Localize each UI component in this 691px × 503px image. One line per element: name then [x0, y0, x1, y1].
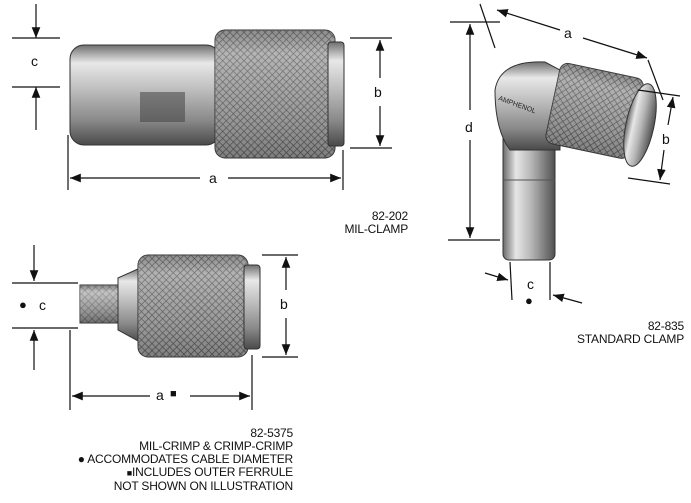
- square-symbol-82-5375: ■: [170, 388, 177, 400]
- description-82-835: STANDARD CLAMP: [577, 332, 684, 346]
- dim-label-d-82-835: d: [465, 119, 473, 135]
- caption-82-835: 82-835 STANDARD CLAMP: [577, 320, 684, 346]
- caption-82-202: 82-202 MIL-CLAMP: [344, 210, 408, 236]
- connector-82-835-illustration: AMPHENOL: [494, 61, 657, 261]
- note-square-line-2: NOT SHOWN ON ILLUSTRATION: [113, 479, 293, 493]
- dimension-lines-82-5375: [12, 245, 298, 410]
- dim-label-a-82-5375: a: [156, 387, 164, 403]
- dim-label-b-82-835: b: [662, 131, 670, 147]
- dim-label-c-82-202: c: [31, 53, 38, 69]
- note-square-line: ■INCLUDES OUTER FERRULE: [78, 466, 293, 480]
- description-82-202: MIL-CLAMP: [344, 222, 408, 236]
- description-82-5375: MIL-CRIMP & CRIMP-CRIMP: [139, 439, 293, 453]
- part-number-82-5375: 82-5375: [250, 426, 293, 440]
- note-square-text: INCLUDES OUTER FERRULE: [132, 465, 293, 479]
- dim-label-b-82-202: b: [374, 84, 382, 100]
- caption-82-5375: 82-5375 MIL-CRIMP & CRIMP-CRIMP ● ACCOMM…: [78, 427, 293, 493]
- dimension-lines-82-835: [448, 3, 681, 304]
- part-number-82-202: 82-202: [371, 209, 408, 223]
- dim-label-c-82-835: c: [527, 276, 534, 292]
- circle-symbol-82-5375: ●: [19, 297, 27, 312]
- note-circle-line: ● ACCOMMODATES CABLE DIAMETER: [78, 453, 293, 466]
- dim-label-b-82-5375: b: [280, 296, 288, 312]
- note-square-symbol: ■: [126, 468, 133, 478]
- dimension-lines-82-202: [12, 4, 392, 190]
- dim-label-a-82-835: a: [564, 25, 572, 41]
- connector-82-5375-illustration: [79, 254, 261, 358]
- dim-label-a-82-202: a: [209, 170, 217, 186]
- note-circle-symbol: ●: [77, 452, 85, 466]
- dim-label-c-82-5375: c: [39, 297, 46, 313]
- note-circle-text: ACCOMMODATES CABLE DIAMETER: [87, 452, 293, 466]
- circle-symbol-82-835: ●: [525, 293, 533, 308]
- connector-82-202-illustration: [69, 29, 345, 159]
- part-number-82-835: 82-835: [647, 319, 684, 333]
